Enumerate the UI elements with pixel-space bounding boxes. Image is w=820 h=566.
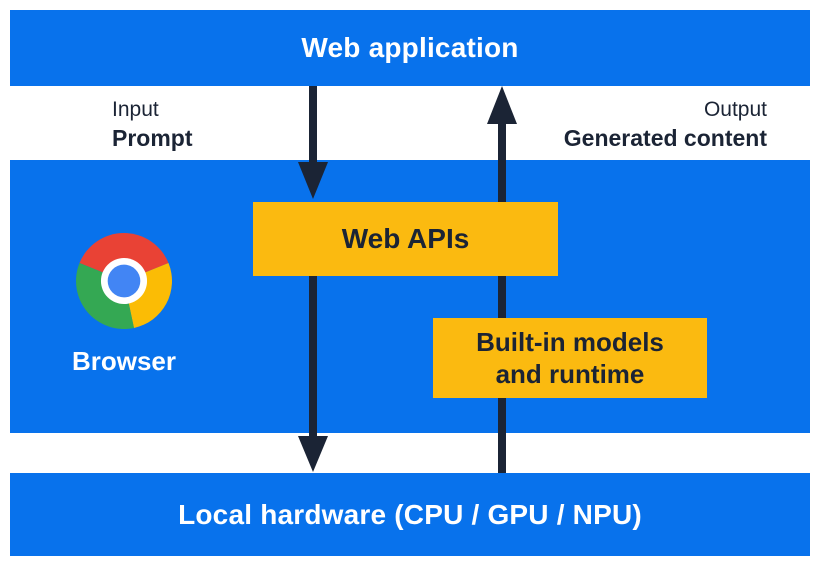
local-hardware-bar: Local hardware (CPU / GPU / NPU) — [10, 473, 810, 556]
input-labels: Input Prompt — [112, 98, 193, 152]
web-application-bar: Web application — [10, 10, 810, 86]
built-in-models-label-line2: and runtime — [495, 359, 645, 389]
browser-label: Browser — [71, 346, 177, 376]
chrome-logo-icon — [76, 233, 172, 329]
web-apis-label: Web APIs — [341, 223, 470, 254]
built-in-models-label-line1: Built-in models — [476, 326, 664, 357]
generated-content-label: Generated content — [563, 125, 767, 152]
output-caption: Output — [703, 98, 767, 121]
input-caption: Input — [112, 98, 159, 121]
local-hardware-label: Local hardware (CPU / GPU / NPU) — [178, 499, 642, 530]
prompt-label: Prompt — [112, 125, 193, 152]
web-application-label: Web application — [301, 32, 519, 63]
web-apis-box: Web APIs — [253, 202, 558, 276]
output-labels: Output Generated content — [564, 98, 767, 152]
built-in-models-box: Built-in models and runtime — [433, 318, 707, 398]
